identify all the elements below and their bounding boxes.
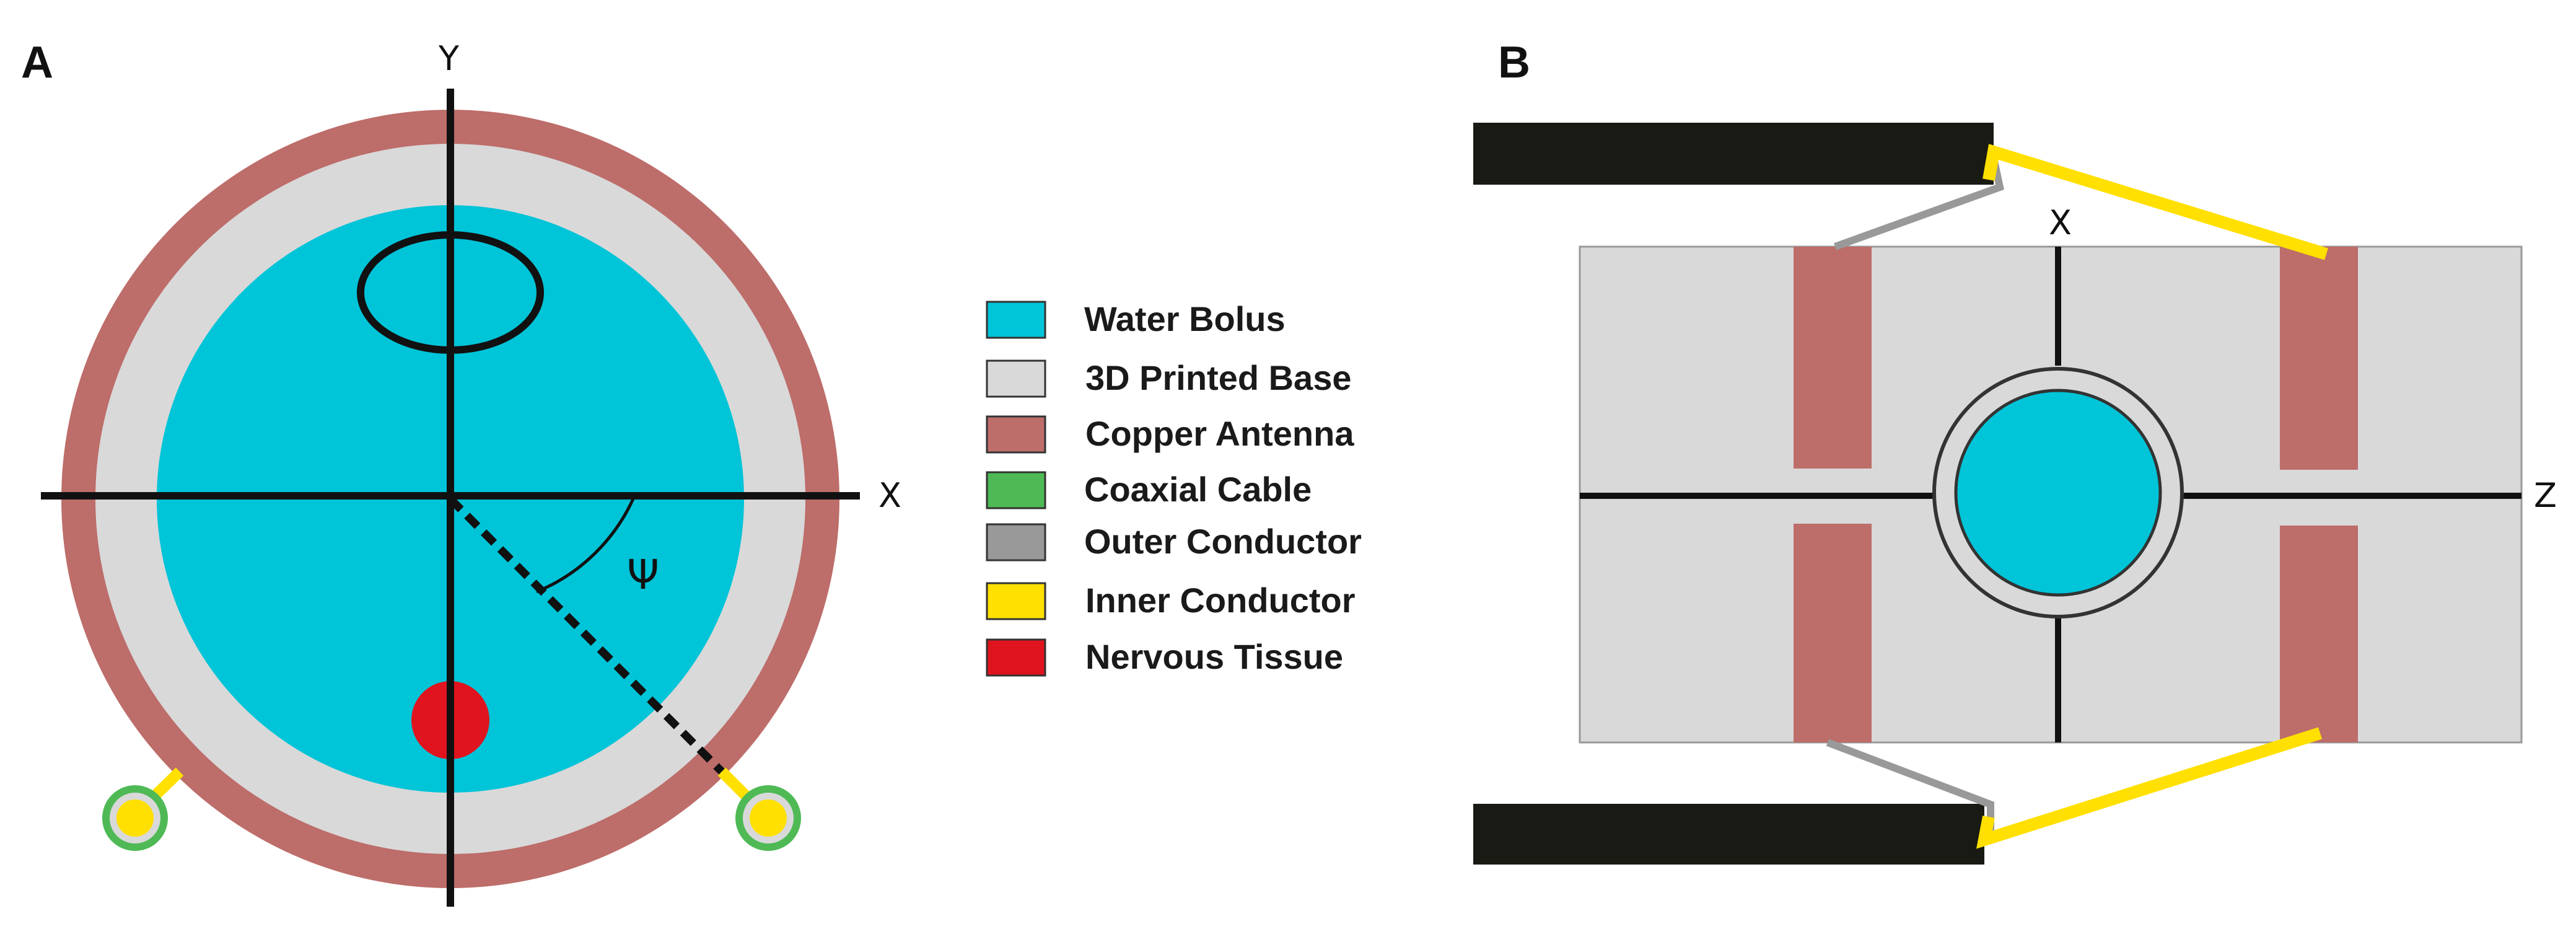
angle-arc: [536, 498, 635, 594]
panel-b: B X Z: [1473, 38, 2557, 865]
copper-strip-bottom-left: [1794, 524, 1872, 742]
coax-cable-bottom: [1473, 804, 1984, 865]
legend-label-nervous-tissue: Nervous Tissue: [1085, 637, 1343, 676]
legend-swatch-inner-conductor: [986, 582, 1046, 620]
legend-label-coaxial-cable: Coaxial Cable: [1084, 470, 1312, 509]
legend: Water Bolus 3D Printed Base Copper Anten…: [986, 299, 1362, 677]
legend-label-outer-conductor: Outer Conductor: [1084, 522, 1362, 561]
legend-label-printed-base: 3D Printed Base: [1085, 358, 1352, 397]
inner-conductor-bottom: [1976, 727, 2323, 849]
panel-a: A Y X Ψ: [21, 38, 901, 907]
inner-conductor-top: [1982, 144, 2328, 260]
legend-swatch-water-bolus: [986, 301, 1046, 339]
axis-y-label: Y: [438, 39, 460, 78]
inner-conductor-left: [116, 799, 154, 837]
legend-swatch-nervous-tissue: [986, 638, 1046, 677]
legend-swatch-coaxial-cable: [986, 471, 1046, 509]
copper-strip-top-right: [2280, 247, 2358, 470]
inner-conductor-right: [750, 799, 787, 837]
angle-psi-label: Ψ: [627, 551, 659, 599]
panel-a-letter: A: [21, 38, 53, 87]
legend-label-copper-antenna: Copper Antenna: [1085, 414, 1354, 453]
panel-b-axis-x-label: X: [2049, 203, 2072, 242]
legend-swatch-copper-antenna: [986, 415, 1046, 454]
panel-b-letter: B: [1498, 38, 1530, 87]
axis-x-label: X: [878, 476, 901, 515]
panel-b-axis-z-label: Z: [2534, 476, 2557, 515]
copper-strip-bottom-right: [2280, 526, 2358, 742]
coax-cable-top: [1473, 123, 1994, 185]
water-bolus-cross-section: [1954, 389, 2162, 597]
copper-strip-top-left: [1794, 247, 1872, 469]
legend-swatch-outer-conductor: [986, 523, 1046, 561]
legend-label-water-bolus: Water Bolus: [1084, 299, 1286, 338]
angle-dashed-line: [447, 496, 725, 775]
legend-label-inner-conductor: Inner Conductor: [1085, 581, 1356, 620]
legend-swatch-printed-base: [986, 359, 1046, 398]
